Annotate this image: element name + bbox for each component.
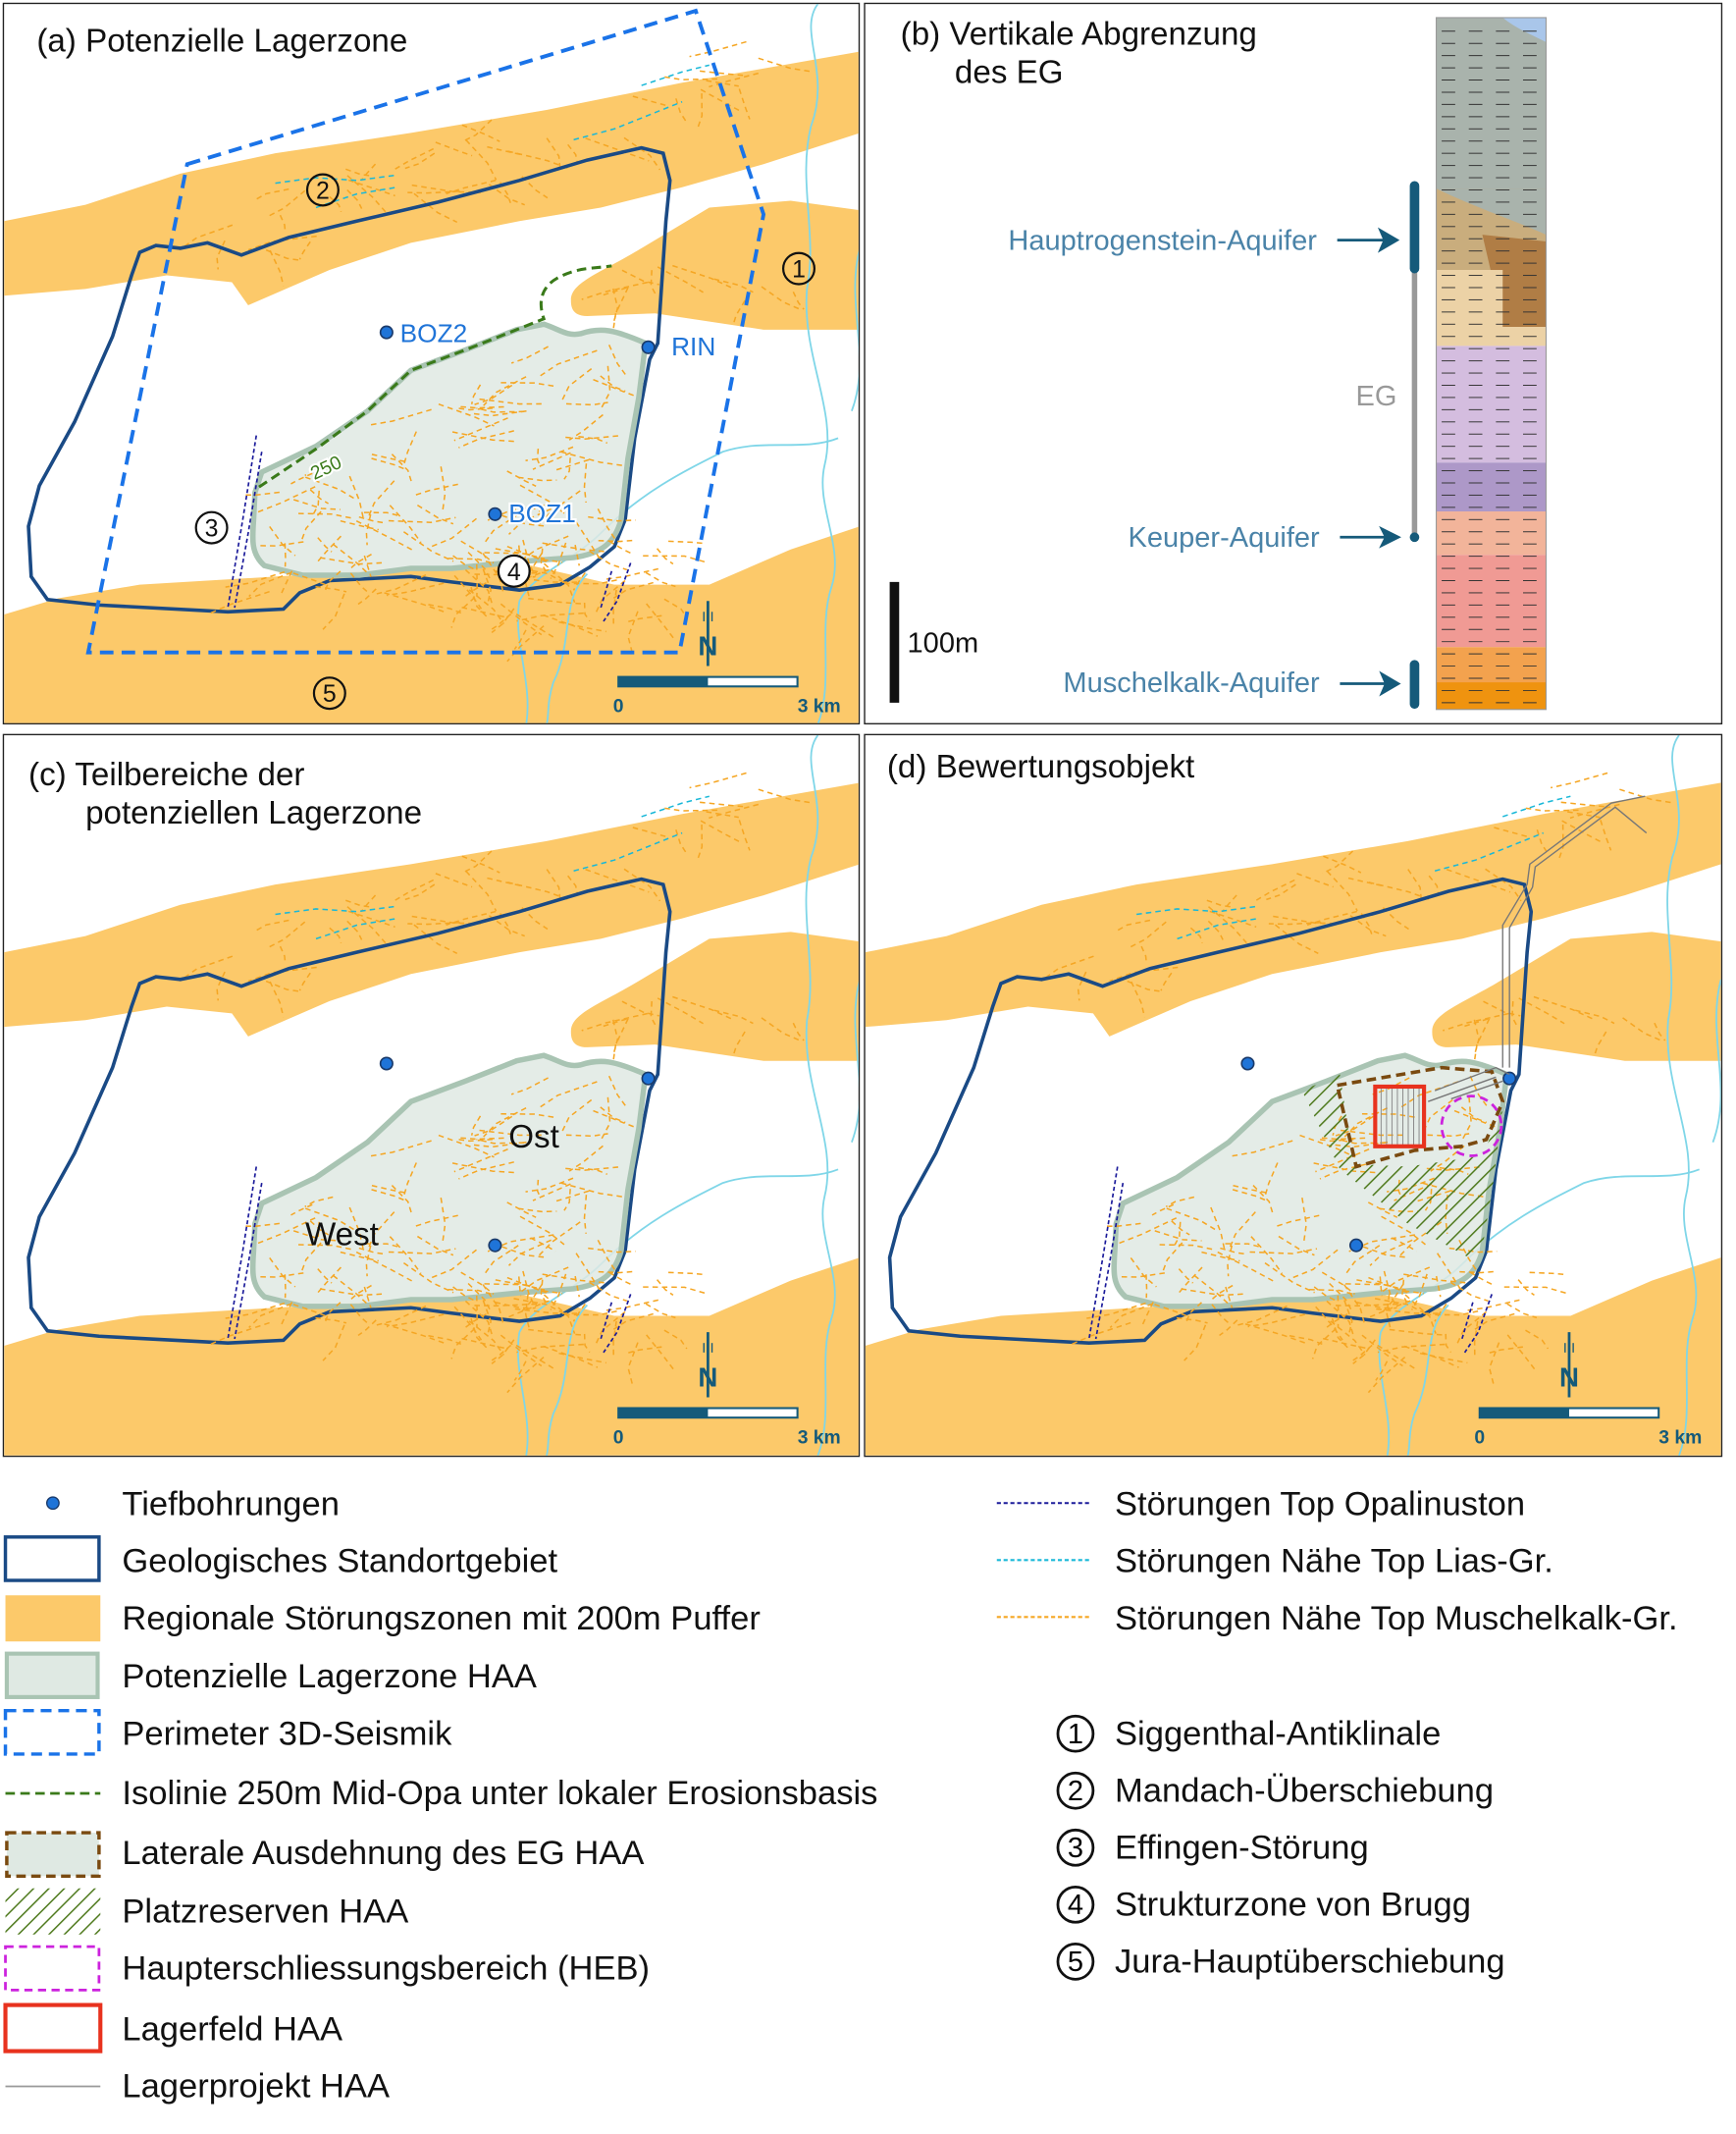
panel-c-title-line2: potenziellen Lagerzone (85, 794, 423, 832)
legend-label-structure-2: Mandach-Überschiebung (1115, 1771, 1495, 1810)
legend-symbol-eg-extent (5, 1831, 101, 1879)
marker-5: 5 (323, 680, 337, 708)
legend-marker-5: 5 (1056, 1943, 1095, 1981)
marker-2: 2 (316, 177, 330, 204)
legend-label-perimeter: Perimeter 3D-Seismik (122, 1714, 452, 1753)
panel-d-assessment-object: N 0 3 km (d) Bewertungsobjekt (864, 733, 1723, 1458)
panel-a-potential-zone: 250 BOZ2 RIN BOZ1 1 2 3 4 5 N 0 3 km (a)… (2, 2, 861, 724)
marker-4: 4 (507, 559, 521, 586)
vertical-scale-label: 100m (908, 628, 979, 660)
well-label-boz1: BOZ1 (508, 499, 576, 528)
well-label-boz2: BOZ2 (400, 318, 468, 347)
panel-b-title-line2: des EG (954, 54, 1064, 91)
label-keuper-aquifer: Keuper-Aquifer (1129, 522, 1320, 554)
legend-marker-2: 2 (1056, 1771, 1095, 1810)
scale-end: 3 km (1658, 1426, 1702, 1448)
legend-label-structure-5: Jura-Hauptüberschiebung (1115, 1943, 1505, 1981)
legend-label-eg-extent: Laterale Ausdehnung des EG HAA (122, 1834, 645, 1873)
legend-label-lagerfeld: Lagerfeld HAA (122, 2010, 343, 2049)
legend-label-band: Regionale Störungszonen mit 200m Puffer (122, 1599, 761, 1638)
legend-symbol-zone (4, 1651, 100, 1699)
haupterschliessungsbereich (1440, 1094, 1503, 1157)
panel-d-title: (d) Bewertungsobjekt (886, 748, 1195, 786)
lateral-extent-eg (1335, 1065, 1505, 1169)
legend-marker-3: 3 (1056, 1828, 1095, 1867)
panel-c-title: (c) Teilbereiche der potenziellen Lagerz… (28, 757, 422, 832)
legend-label-isoline: Isolinie 250m Mid-Opa unter lokaler Eros… (122, 1774, 878, 1813)
scale-start: 0 (613, 696, 624, 718)
lagerfeld (1373, 1084, 1427, 1148)
north-label: N (698, 1361, 717, 1392)
panel-a-title: (a) Potenzielle Lagerzone (36, 23, 408, 60)
scale-start: 0 (1474, 1426, 1485, 1448)
label-hauptrogenstein-aquifer: Hauptrogenstein-Aquifer (1008, 225, 1317, 256)
scale-start: 0 (613, 1426, 624, 1448)
eg-range-bars (1409, 181, 1420, 710)
legend-label-structure-4: Strukturzone von Brugg (1115, 1885, 1471, 1924)
map-c: West Ost N 0 3 km (4, 735, 860, 1456)
legend-symbol-platzreserven (5, 1888, 101, 1935)
marker-1: 1 (792, 256, 806, 284)
legend-label-structure-3: Effingen-Störung (1115, 1828, 1369, 1867)
stratigraphic-column (1435, 17, 1548, 711)
stratigraphic-column-diagram: Hauptrogenstein-Aquifer Keuper-Aquifer M… (889, 17, 1548, 711)
legend-marker-4: 4 (1056, 1885, 1095, 1924)
subarea-west-label: West (305, 1217, 379, 1254)
label-muschelkalk-aquifer: Muschelkalk-Aquifer (1063, 667, 1320, 699)
legend-label-fault-opalinus: Störungen Top Opalinuston (1115, 1485, 1526, 1523)
scale-end: 3 km (798, 1426, 841, 1448)
panel-c-title-line1: (c) Teilbereiche der (28, 757, 305, 794)
legend-label-fault-muschelkalk: Störungen Nähe Top Muschelkalk-Gr. (1115, 1599, 1678, 1638)
platzreserven (1301, 1074, 1503, 1258)
label-eg: EG (1356, 381, 1397, 412)
panel-c-subareas: West Ost N 0 3 km (c) Teilbereiche der p… (2, 733, 861, 1458)
marker-3: 3 (205, 515, 219, 543)
legend-label-site: Geologisches Standortgebiet (122, 1542, 558, 1581)
lagerprojekt (1428, 795, 1648, 1102)
legend-symbol-lagerfeld (3, 2002, 103, 2054)
aquifer-arrows (1337, 227, 1401, 697)
panel-b-title-line1: (b) Vertikale Abgrenzung (900, 16, 1257, 53)
north-label: N (1559, 1361, 1579, 1392)
map-d: N 0 3 km (866, 735, 1721, 1456)
legend-symbol-band (5, 1595, 101, 1642)
well-label-rin: RIN (671, 332, 715, 361)
vertical-scale-bar (889, 581, 900, 703)
legend-symbols (3, 1496, 1092, 2088)
legend-label-structure-1: Siggenthal-Antiklinale (1115, 1714, 1442, 1753)
legend-label-heb: Haupterschliessungsbereich (HEB) (122, 1948, 651, 1988)
legend-symbol-heb (4, 1945, 101, 1992)
legend-symbol-perimeter (3, 1708, 101, 1756)
legend-symbol-well (45, 1496, 60, 1511)
map-a: 250 BOZ2 RIN BOZ1 1 2 3 4 5 N 0 3 km (4, 4, 860, 724)
legend-label-platzreserven: Platzreserven HAA (122, 1892, 409, 1931)
structure-markers: 1 2 3 4 5 (194, 173, 815, 711)
perimeter-3d-seismic (85, 8, 766, 655)
panel-b-title: (b) Vertikale Abgrenzung des EG (901, 17, 1257, 92)
legend-label-wells: Tiefbohrungen (122, 1485, 340, 1523)
isoline-250 (258, 264, 612, 489)
panel-b-vertical-delimitation: Hauptrogenstein-Aquifer Keuper-Aquifer M… (864, 2, 1723, 724)
legend-label-zone: Potenzielle Lagerzone HAA (122, 1657, 537, 1696)
legend-label-fault-lias: Störungen Nähe Top Lias-Gr. (1115, 1542, 1553, 1581)
legend-marker-1: 1 (1056, 1714, 1095, 1753)
north-label: N (698, 631, 717, 662)
scale-end: 3 km (798, 696, 841, 718)
subarea-ost-label: Ost (508, 1119, 559, 1155)
legend-label-lagerprojekt: Lagerprojekt HAA (122, 2067, 391, 2106)
legend-symbol-site (3, 1535, 101, 1582)
